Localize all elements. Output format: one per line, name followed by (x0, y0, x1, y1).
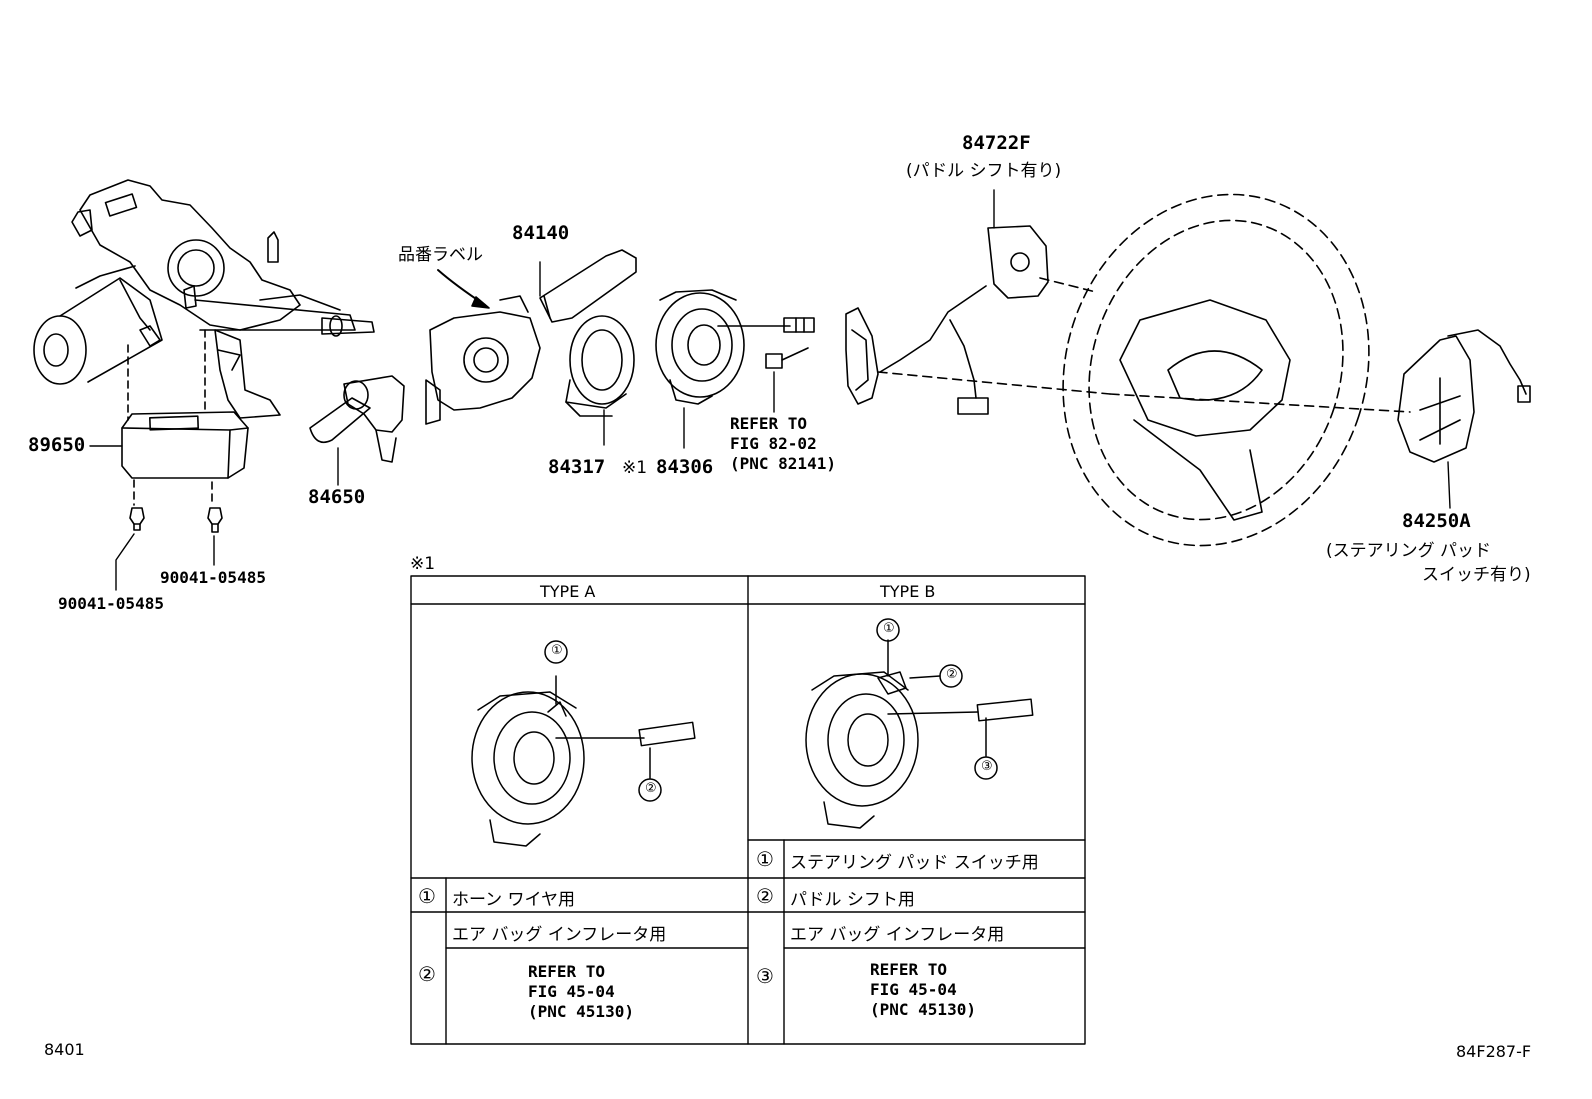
spiral-cable-drawing (655, 289, 815, 449)
row-b3-marker: ③ (756, 964, 774, 988)
type-b-header: TYPE B (880, 582, 936, 601)
part-note-84250A-1: (ステアリング パッド (1326, 541, 1492, 561)
part-number-84722F: 84722F (962, 132, 1031, 154)
type-b-callout-2: ② (946, 667, 958, 682)
part-number-84306: 84306 (656, 456, 714, 478)
pad-switch-drawing (1397, 329, 1531, 509)
row-b3-head: エア バッグ インフレータ用 (790, 925, 1005, 945)
type-a-callout-1: ① (551, 643, 563, 658)
cable-cover-drawing (565, 315, 635, 446)
part-note-84250A-2: スイッチ有り) (1422, 565, 1531, 585)
row-a1-marker: ① (418, 884, 436, 908)
type-a-refer-3: (PNC 45130) (528, 1002, 634, 1021)
type-a-callout-2: ② (645, 781, 657, 796)
type-b-refer-1: REFER TO (870, 960, 948, 979)
mark-note-1: ※1 (622, 458, 648, 478)
wiper-switch-drawing (309, 375, 405, 486)
refer-fig-82-02: REFER TO FIG 82-02 (PNC 82141) (730, 414, 836, 474)
type-a-header: TYPE A (540, 582, 596, 601)
part-number-84317: 84317 (548, 456, 606, 478)
type-b-refer-3: (PNC 45130) (870, 1000, 976, 1019)
part-note-84722F: (パドル シフト有り) (906, 161, 1062, 181)
part-number-84250A: 84250A (1402, 510, 1471, 532)
row-b1-marker: ① (756, 847, 774, 871)
detail-table-grid (410, 575, 1086, 1045)
bolt-number-left: 90041-05485 (58, 594, 164, 613)
type-a-drawing (471, 640, 696, 847)
steering-column-drawing (33, 179, 375, 591)
type-a-refer-2: FIG 45-04 (528, 982, 615, 1001)
type-b-drawing (805, 618, 1034, 829)
part-number-84140: 84140 (512, 222, 570, 244)
refer-line-1: REFER TO (730, 414, 808, 433)
turn-signal-switch-drawing (425, 249, 637, 425)
row-b2-text: パドル シフト用 (790, 890, 915, 910)
row-a1-text: ホーン ワイヤ用 (452, 890, 576, 910)
paddle-shift-drawing (845, 189, 1111, 415)
type-a-refer: REFER TO FIG 45-04 (PNC 45130) (528, 962, 634, 1022)
page-code-left: 8401 (44, 1040, 85, 1059)
row-a2-marker: ② (418, 962, 436, 986)
row-b2-marker: ② (756, 884, 774, 908)
type-a-refer-1: REFER TO (528, 962, 606, 981)
page-code-right: 84F287-F (1456, 1042, 1532, 1061)
type-b-callout-1: ① (883, 621, 895, 636)
refer-line-2: FIG 82-02 (730, 434, 817, 453)
row-b1-text: ステアリング パッド スイッチ用 (790, 853, 1039, 873)
type-b-refer: REFER TO FIG 45-04 (PNC 45130) (870, 960, 976, 1020)
table-mark: ※1 (410, 554, 436, 574)
steering-wheel-drawing (1062, 193, 1411, 547)
bolt-number-right: 90041-05485 (160, 568, 266, 587)
row-a2-head: エア バッグ インフレータ用 (452, 925, 667, 945)
part-number-84650: 84650 (308, 486, 366, 508)
type-b-refer-2: FIG 45-04 (870, 980, 957, 999)
refer-line-3: (PNC 82141) (730, 454, 836, 473)
type-b-callout-3: ③ (981, 759, 993, 774)
hinban-label-note: 品番ラベル (398, 245, 483, 265)
part-number-89650: 89650 (28, 434, 86, 456)
